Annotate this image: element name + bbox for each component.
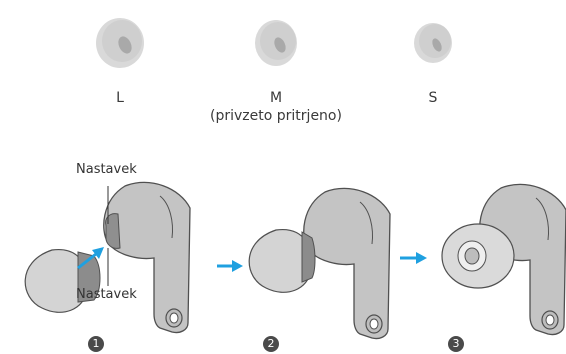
ear-tip-icon: [414, 23, 452, 63]
ear-tip-icon: [96, 18, 144, 68]
step-number-2: 2: [267, 337, 275, 350]
tip-size-label-m: M: [269, 90, 283, 106]
arrow-right-icon: [217, 260, 243, 272]
earbud-icon: [303, 187, 391, 340]
tip-size-label-l: L: [116, 90, 124, 106]
callout-label-bottom: Nastavek: [76, 287, 137, 302]
tip-default-note: (privzeto pritrjeno): [210, 108, 342, 124]
earbud-icon: [103, 181, 191, 334]
ear-tip-icon: [255, 20, 297, 66]
earbud-icon: [479, 183, 566, 336]
step-badge-3: [448, 336, 464, 352]
step-badge-1: [88, 336, 104, 352]
arrow-right-icon: [400, 252, 427, 264]
step-number-1: 1: [92, 337, 100, 350]
ear-tip-icon: [441, 223, 515, 289]
step-number-3: 3: [452, 337, 460, 350]
tip-size-label-s: S: [428, 90, 438, 106]
ear-tip-icon: [248, 229, 316, 293]
callout-label-top: Nastavek: [76, 162, 137, 177]
arrow-right-icon: [77, 247, 104, 270]
step-badge-2: [263, 336, 279, 352]
